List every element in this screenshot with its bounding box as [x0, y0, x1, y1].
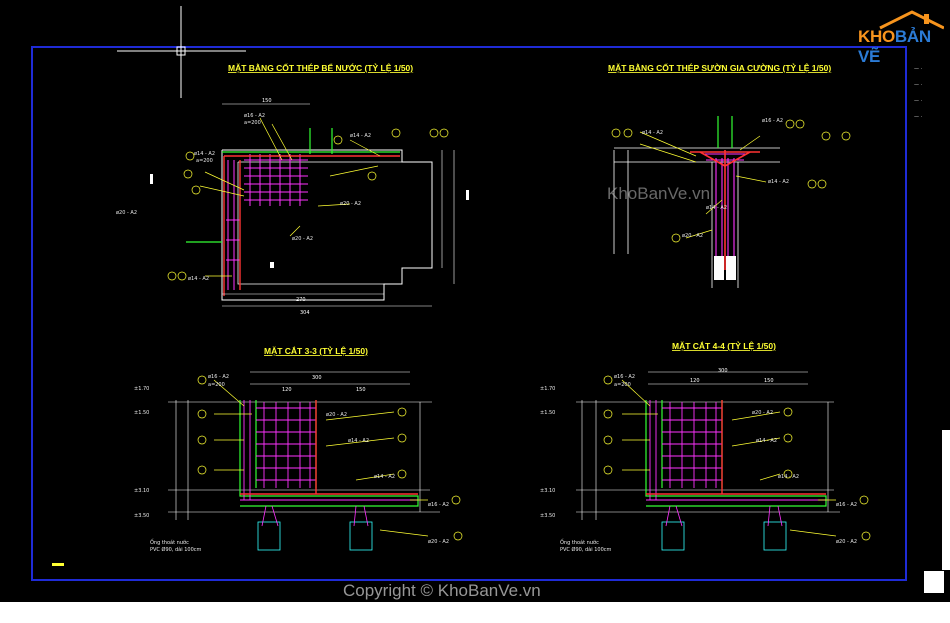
rebar-spacing-1: a=200 — [244, 120, 261, 126]
rebar-label-2: ø14 - A2 — [194, 151, 215, 157]
dim-300b: 300 — [718, 368, 728, 374]
plan-stiffener-rebar: ø14 - A2 ø16 - A2 ø14 - A2 ø14 - A2 ø20 … — [611, 116, 851, 288]
sec-r-rebar-3: ø14 - A2 — [756, 438, 777, 444]
sec-l-rebar-1: ø16 - A2 — [208, 374, 229, 380]
corner-marker — [52, 563, 64, 566]
sec-l-note-pipe: Ống thoát nước — [150, 538, 189, 546]
level-r1: ±1.70 — [540, 386, 555, 392]
cursor-crosshair — [117, 6, 246, 98]
rebar-r3: ø14 - A2 — [768, 179, 789, 185]
dim-150c: 150 — [764, 378, 774, 384]
rebar-label-3: ø14 - A2 — [350, 133, 371, 139]
rebar-label-4: ø20 - A2 — [340, 201, 361, 207]
sec-l-rebar-4: ø14 - A2 — [374, 474, 395, 480]
copyright-text: Copyright © KhoBanVe.vn — [343, 581, 541, 600]
section-3-3: 300 120 150 — [134, 371, 463, 553]
rebar-label-1: ø16 - A2 — [244, 113, 265, 119]
sec-l-rebar-5: ø16 - A2 — [428, 502, 449, 508]
rebar-spacing-2: a=200 — [196, 158, 213, 164]
logo-part-1: KHO — [858, 27, 895, 46]
sec-r-rebar-2: ø20 - A2 — [752, 410, 773, 416]
sec-r-rebar-5: ø16 - A2 — [836, 502, 857, 508]
rebar-r5: ø20 - A2 — [682, 233, 703, 239]
footer-bar — [0, 602, 950, 623]
title-top-right: MẶT BẰNG CỐT THÉP SƯỜN GIA CƯỜNG (TỶ LỆ … — [608, 62, 831, 73]
note-left: ø20 - A2 — [116, 210, 137, 216]
logo-text: KHOBẢN VẼ — [858, 27, 950, 67]
sec-r-rebar-4: ø14 - A2 — [778, 474, 799, 480]
level-4: ±3.50 — [134, 513, 149, 519]
logo-part-2: BẢN VẼ — [858, 27, 931, 66]
sec-l-rebar-3: ø14 - A2 — [348, 438, 369, 444]
section-4-4: 300 120 150 — [540, 368, 871, 553]
dim-150b: 150 — [356, 387, 366, 393]
level-r2: ±1.50 — [540, 410, 555, 416]
sec-r-spacing-1: a=200 — [614, 382, 631, 388]
level-1: ±1.70 — [134, 386, 149, 392]
rebar-label-5: ø20 - A2 — [292, 236, 313, 242]
title-top-left: MẶT BẰNG CỐT THÉP BỂ NƯỚC (TỶ LỆ 1/50) — [228, 62, 413, 73]
watermark-text: KhoBanVe.vn — [607, 184, 711, 203]
sec-r-note-pvc: PVC Ø90, dài 100cm — [560, 546, 612, 553]
sec-r-rebar-1: ø16 - A2 — [614, 374, 635, 380]
level-r3: ±3.10 — [540, 488, 555, 494]
level-3: ±3.10 — [134, 488, 149, 494]
dim-304: 304 — [300, 310, 310, 316]
sec-l-spacing-1: a=200 — [208, 382, 225, 388]
dim-120b: 120 — [690, 378, 700, 384]
sec-l-rebar-6: ø20 - A2 — [428, 539, 449, 545]
dim-300: 300 — [312, 375, 322, 381]
plan-tank-rebar: 150 270 304 ø16 - A2 a=200 ø14 - A2 a=20… — [116, 98, 469, 316]
legend-item: — · — [914, 114, 923, 120]
sec-r-note-pipe: Ống thoát nước — [560, 538, 599, 546]
title-bottom-left: MẶT CẮT 3-3 (TỶ LỆ 1/50) — [264, 345, 368, 356]
level-r4: ±3.50 — [540, 513, 555, 519]
dim-270: 270 — [296, 297, 306, 303]
corner-box — [924, 571, 944, 593]
sec-l-note-pvc: PVC Ø90, dài 100cm — [150, 546, 202, 553]
rebar-r2: ø16 - A2 — [762, 118, 783, 124]
rebar-r1: ø14 - A2 — [642, 130, 663, 136]
dim-150: 150 — [262, 98, 272, 104]
dim-120: 120 — [282, 387, 292, 393]
khobanve-logo — [879, 10, 944, 30]
scrollbar-thumb[interactable] — [942, 430, 950, 570]
level-2: ±1.50 — [134, 410, 149, 416]
legend-item: — · — [914, 98, 923, 104]
sec-r-rebar-6: ø20 - A2 — [836, 539, 857, 545]
drawing-frame — [31, 46, 907, 581]
legend-item: — · — [914, 82, 923, 88]
layer-legend-panel: — · — · — · — · — [908, 46, 950, 606]
title-bottom-right: MẶT CẮT 4-4 (TỶ LỆ 1/50) — [672, 340, 776, 351]
rebar-label-6: ø14 - A2 — [188, 276, 209, 282]
legend-item: — · — [914, 66, 923, 72]
sec-l-rebar-2: ø20 - A2 — [326, 412, 347, 418]
rebar-r4: ø14 - A2 — [706, 205, 727, 211]
